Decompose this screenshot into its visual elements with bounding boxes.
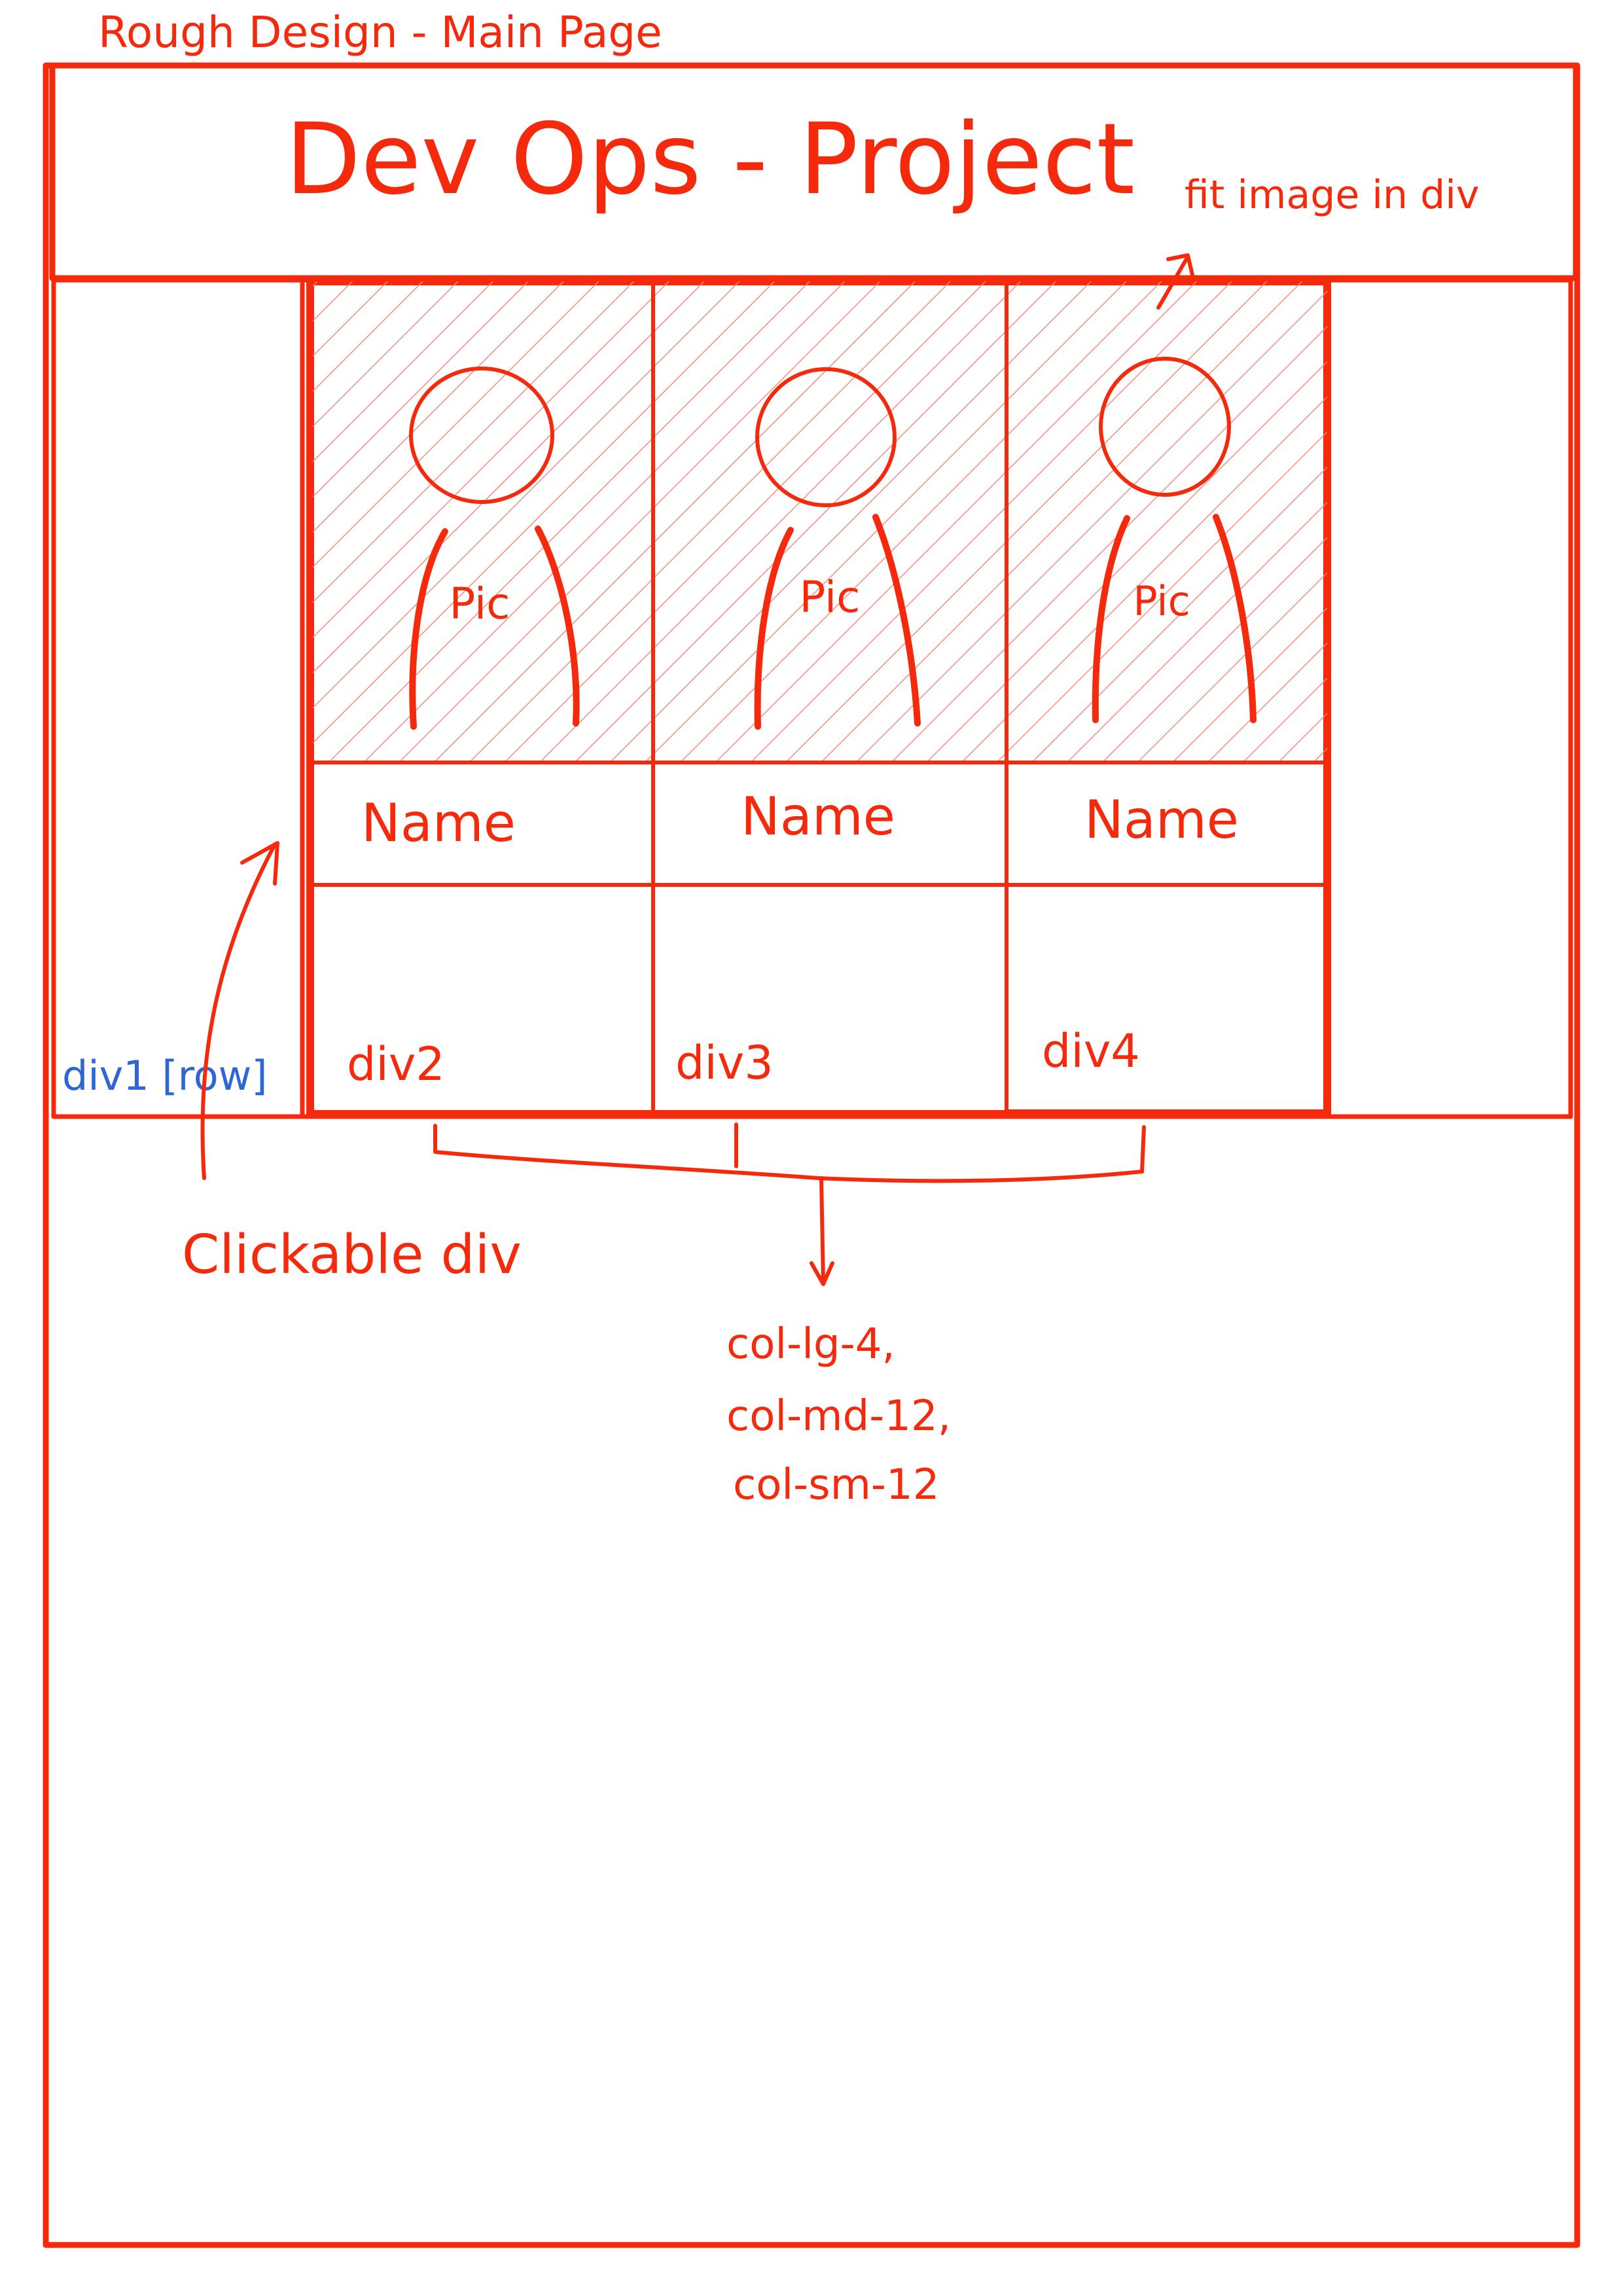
card-1-picture-area bbox=[313, 281, 653, 762]
col-sm-note: col-sm-12 bbox=[733, 1461, 939, 1509]
card-2-picture-area bbox=[653, 281, 1007, 762]
card-3-picture-area bbox=[1007, 281, 1327, 762]
card-2-name: Name bbox=[741, 786, 895, 847]
clickable-arrow bbox=[200, 842, 277, 1180]
row-label: div1 [row] bbox=[62, 1052, 268, 1100]
card-1-name: Name bbox=[361, 793, 516, 853]
card-brace bbox=[433, 1122, 1146, 1183]
card-1[interactable]: Pic Name div2 bbox=[313, 281, 653, 1091]
card-3-person-icon bbox=[1092, 357, 1257, 723]
card-grid-lines bbox=[311, 279, 1329, 1116]
col-lg-note: col-lg-4, bbox=[726, 1320, 895, 1369]
card-2-pic-label: Pic bbox=[800, 572, 861, 622]
sketch-title: Rough Design - Main Page bbox=[98, 7, 662, 58]
card-3[interactable]: Pic Name div4 bbox=[1007, 281, 1327, 1078]
card-3-name: Name bbox=[1084, 789, 1239, 850]
fit-image-arrowhead bbox=[1166, 253, 1194, 277]
card-2[interactable]: Pic Name div3 bbox=[653, 281, 1007, 1090]
card-3-div-label: div4 bbox=[1042, 1024, 1140, 1078]
clickable-arrowhead bbox=[240, 841, 279, 886]
card-2-person-icon bbox=[754, 367, 921, 730]
clickable-note: Clickable div bbox=[182, 1224, 522, 1286]
card-1-pic-label: Pic bbox=[450, 579, 510, 629]
card-1-person-icon bbox=[409, 367, 580, 730]
card-3-pic-label: Pic bbox=[1133, 577, 1190, 625]
card-1-div-label: div2 bbox=[347, 1037, 445, 1091]
card-2-div-label: div3 bbox=[675, 1036, 774, 1090]
brace-arrow bbox=[810, 1176, 834, 1286]
header-title: Dev Ops - Project bbox=[285, 103, 1135, 217]
col-md-note: col-md-12, bbox=[726, 1392, 951, 1441]
fit-image-note: fit image in div bbox=[1185, 172, 1479, 218]
